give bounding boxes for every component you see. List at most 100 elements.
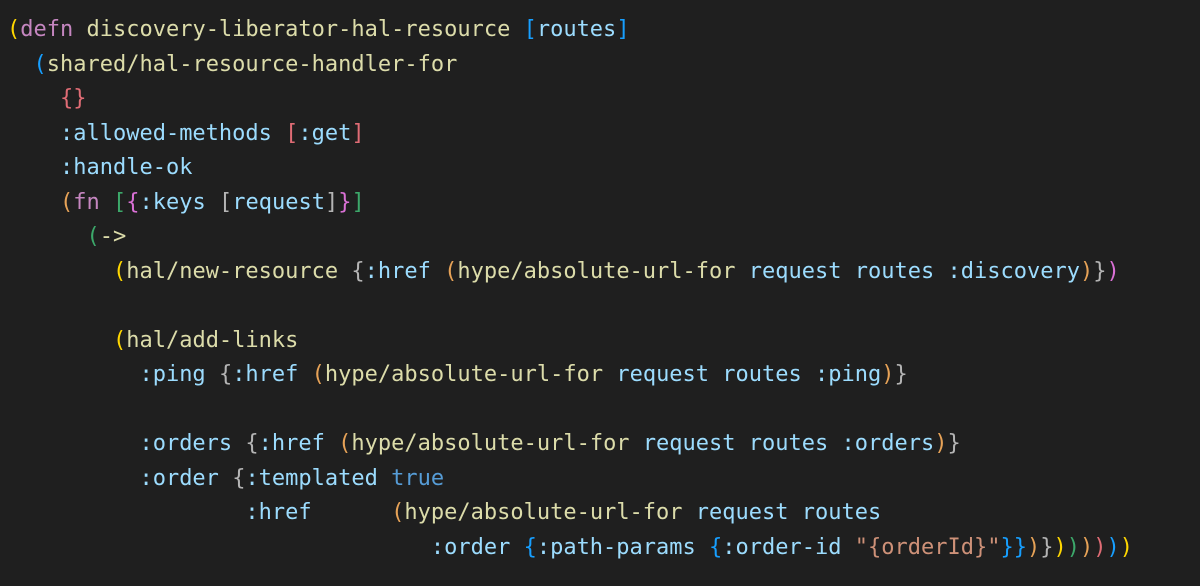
code-token [696,535,709,560]
code-token [789,500,802,525]
code-token: [ [285,120,299,146]
code-token [736,431,749,456]
code-line: (shared/hal-resource-handler-for [0,48,1200,83]
code-token: ] [351,120,365,146]
code-token: request [748,258,842,284]
code-token [842,259,855,284]
code-token: { [245,431,259,456]
code-token: } [1093,258,1107,284]
code-token: routes [854,258,935,284]
code-token [325,431,338,456]
code-token: ( [33,51,47,77]
code-token [73,17,86,42]
code-token [7,500,245,525]
code-token [431,259,444,284]
code-token [7,259,113,284]
code-token: ) [1119,534,1133,560]
code-token [338,259,351,284]
code-token [206,362,219,387]
code-token: hype/absolute-url-for [351,431,630,456]
code-token: request [616,362,710,387]
code-line: {} [0,82,1200,117]
code-token [7,328,113,353]
code-token: ( [112,327,127,353]
code-token: :order [139,465,219,491]
code-token: :templated [245,465,378,491]
code-token: discovery-liberator-hal-resource [86,17,511,42]
code-token: fn [73,189,100,215]
code-token [7,431,139,456]
code-token: } [894,362,908,387]
code-token: { [218,362,233,387]
code-token [7,535,431,560]
code-token: ) [1066,534,1080,560]
code-token [709,362,722,387]
code-token: routes [801,500,882,525]
code-token: [ [523,17,537,42]
code-token: ) [881,362,895,387]
code-token: :orders [841,431,935,456]
code-token: [ [218,189,233,215]
code-token [272,121,285,146]
code-token: :allowed-methods [59,120,272,146]
code-token [630,431,643,456]
code-token: ( [311,362,325,387]
code-token: } [1013,534,1027,560]
code-line: :allowed-methods [:get] [0,117,1200,152]
code-token [603,362,616,387]
code-token: routes [748,431,829,456]
code-token: :orders [139,431,233,456]
code-token [7,52,34,77]
code-token: ] [616,17,630,42]
code-token: :handle-ok [59,155,193,180]
code-line: :ping {:href (hype/absolute-url-for requ… [0,358,1200,393]
code-token: ) [1106,534,1120,560]
code-token: } [1040,534,1054,560]
code-token: -> [99,224,127,249]
code-token: defn [20,17,74,42]
code-token: ) [934,431,948,456]
code-token: { [351,258,365,284]
code-token [219,466,232,491]
code-token: hype/absolute-url-for [404,500,683,525]
code-line: (hal/add-links [0,324,1200,359]
code-token: shared/hal-resource-handler-for [46,51,458,77]
code-token: ] [351,189,365,215]
code-token: request [695,500,789,525]
code-line: (defn discovery-liberator-hal-resource [… [0,13,1200,48]
code-token: :path-params [536,534,696,560]
code-token: [ [112,189,127,215]
code-token: ) [1106,258,1120,284]
code-token: ] [324,189,339,215]
code-token: hal/new-resource [126,258,339,284]
code-token [206,190,219,215]
code-token: :ping [815,362,882,387]
code-line: :order {:templated true [0,462,1200,497]
code-token [7,466,139,491]
code-line [0,393,1200,428]
code-token [683,500,696,525]
code-line: (hal/new-resource {:href (hype/absolute-… [0,255,1200,290]
code-token [7,224,86,249]
code-token [934,259,947,284]
code-token: request [642,431,736,456]
code-token: { [523,534,537,560]
code-token [7,155,60,180]
code-token [510,17,523,42]
code-token: ) [1026,534,1041,560]
code-token [378,466,391,491]
code-token [232,431,245,456]
code-token [842,535,855,560]
code-token: ) [1053,534,1067,560]
code-token: } [947,431,961,456]
code-token: :order-id [722,534,842,560]
code-token: :keys [139,189,206,215]
code-token: { [232,465,246,491]
code-token: :ping [139,362,206,387]
code-token [7,121,60,146]
code-token: } [1000,534,1014,560]
code-token [312,500,391,525]
code-token [100,190,113,215]
code-token [828,431,841,456]
